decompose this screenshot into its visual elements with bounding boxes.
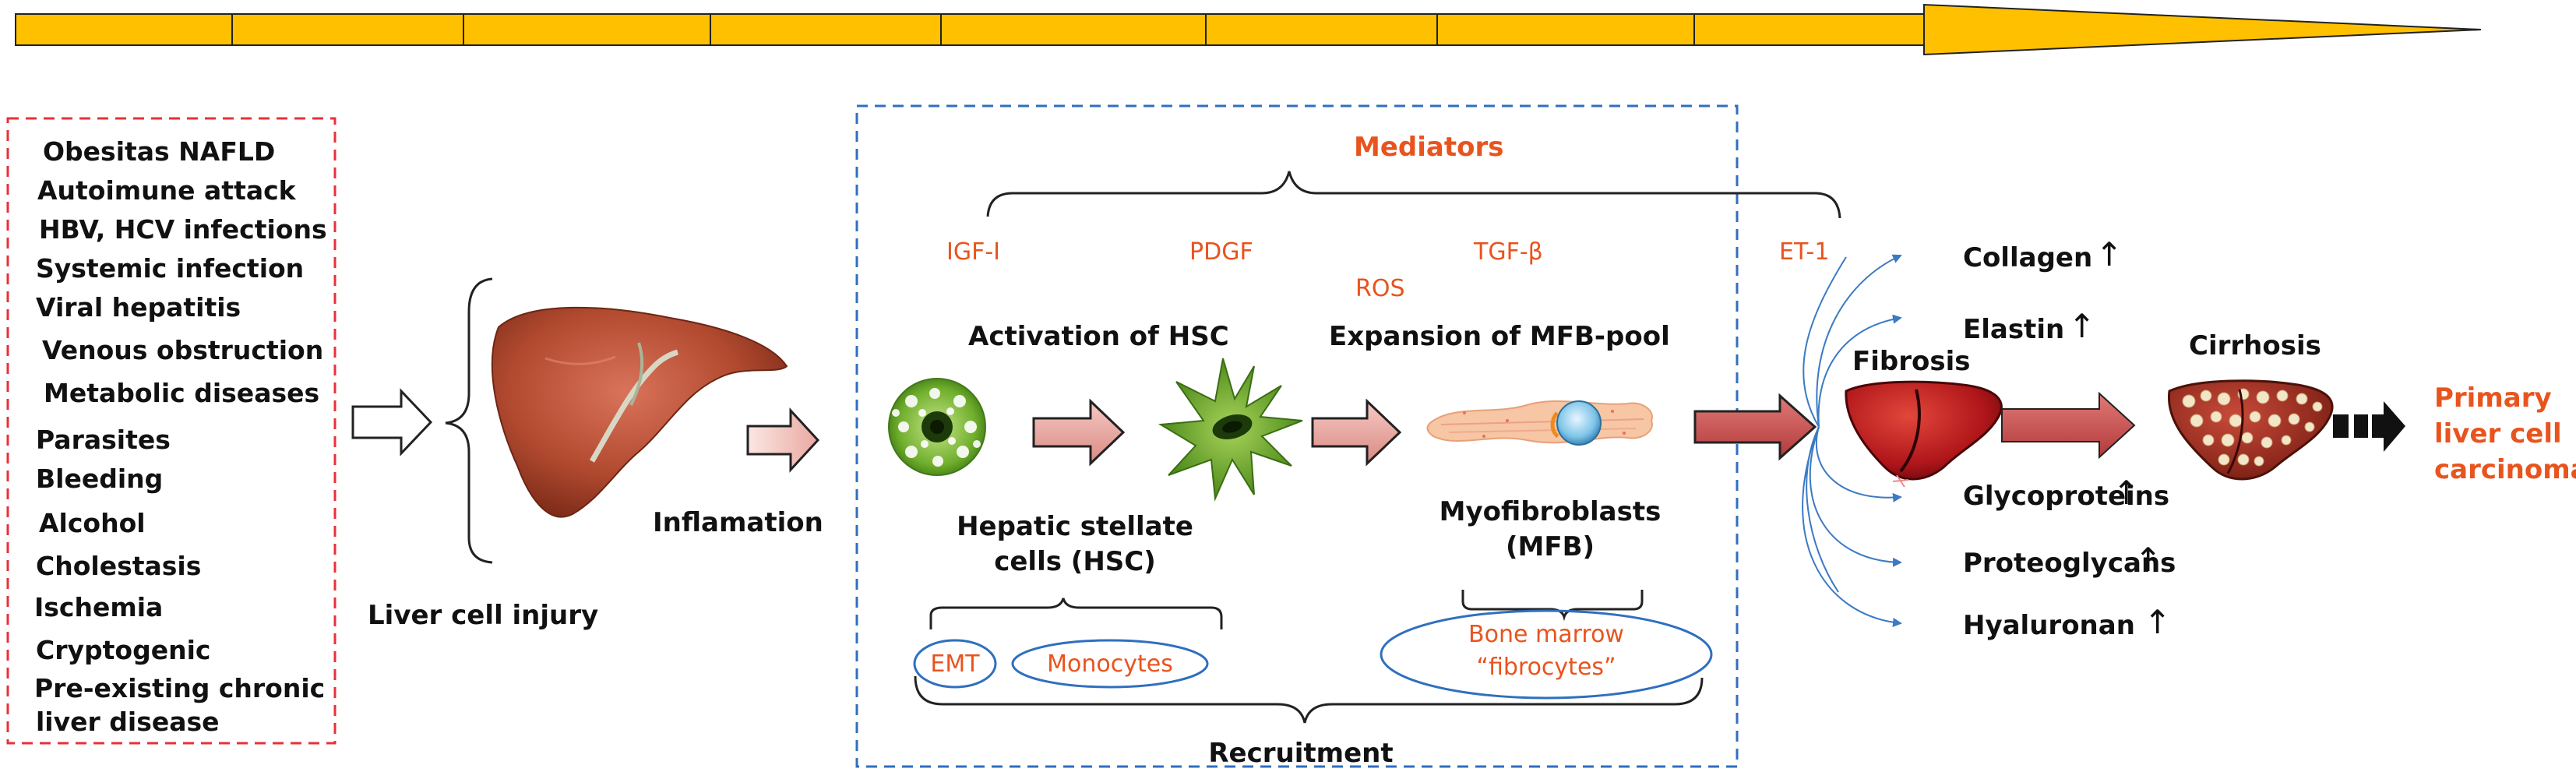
cirrhosis-label: Cirrhosis: [2189, 330, 2321, 361]
liver-cell-injury-label: Liver cell injury: [368, 600, 599, 631]
emt-label: EMT: [930, 650, 980, 678]
ecm-item-name: Hyaluronan: [1963, 610, 2135, 641]
hsc-cell-icon: [888, 378, 986, 476]
mediators-brace: [986, 171, 1841, 219]
bone-marrow-line1: Bone marrow: [1468, 621, 1624, 648]
mediator-et1: ET-1: [1779, 238, 1830, 266]
ecm-increase-arrow-icon: ↑: [2095, 235, 2123, 273]
mediator-pdgf: PDGF: [1189, 238, 1253, 266]
fibrosis-arrow: [1693, 393, 1817, 461]
cause-item: Alcohol: [39, 508, 146, 538]
cause-item: Viral hepatitis: [36, 292, 241, 323]
hsc-brace: [929, 598, 1223, 629]
mfb-label-line1: Myofibroblasts: [1439, 496, 1662, 527]
cause-item: Ischemia: [34, 592, 164, 622]
myofibroblast-icon: [1426, 400, 1653, 446]
ecm-increase-arrow-icon: ↑: [2068, 307, 2096, 345]
hsc-label-line2: cells (HSC): [994, 546, 1156, 577]
expansion-mfb-label: Expansion of MFB-pool: [1329, 321, 1670, 352]
carcinoma-line3: carcinoma: [2434, 454, 2576, 485]
cause-item: Systemic infection: [36, 253, 305, 284]
healthy-liver-icon: [491, 306, 788, 518]
ecm-increase-arrow-icon: ↑: [2113, 474, 2141, 512]
cause-item: HBV, HCV infections: [39, 214, 327, 245]
causes-arrow: [351, 388, 433, 457]
cause-item: Venous obstruction: [42, 335, 324, 365]
inflamation-arrow: [746, 407, 820, 473]
recruitment-brace: [914, 675, 1704, 724]
recruitment-label: Recruitment: [1208, 738, 1394, 769]
inflamation-label: Inflamation: [653, 507, 823, 538]
ecm-fan-arrows: [1802, 254, 1902, 627]
mfb-brace: [1461, 590, 1644, 622]
fibrosis-liver-icon: [1845, 380, 2003, 488]
mediators-title: Mediators: [1354, 132, 1504, 163]
cause-item: Autoimune attack: [37, 175, 296, 206]
cause-item: Parasites: [36, 425, 171, 455]
ecm-item-name: Glycoproteins: [1963, 481, 2170, 512]
carcinoma-arrow: [2333, 401, 2405, 452]
activation-arrow-1: [1032, 398, 1126, 467]
cause-item: Cryptogenic: [36, 635, 211, 665]
cause-item: Cholestasis: [36, 551, 202, 581]
cause-item: Metabolic diseases: [44, 378, 320, 408]
ecm-increase-arrow-icon: ↑: [2134, 541, 2162, 579]
cirrhosis-arrow: [2001, 391, 2136, 460]
cause-item: liver disease: [36, 707, 220, 737]
liver-brace: [445, 277, 493, 564]
ecm-item-name: Proteoglycans: [1963, 548, 2176, 579]
monocytes-ellipse: [1011, 639, 1209, 689]
causes-box: [6, 117, 337, 745]
ecm-item-name: Elastin: [1963, 314, 2065, 345]
cause-item: Pre-existing chronic: [34, 673, 326, 703]
bone-marrow-ellipse: [1380, 609, 1713, 700]
monocytes-label: Monocytes: [1047, 650, 1173, 678]
timeline-arrow: [15, 3, 2482, 56]
ecm-item-name: Collagen: [1963, 242, 2093, 273]
carcinoma-line2: liver cell: [2434, 418, 2562, 449]
mfb-label-line2: (MFB): [1505, 531, 1595, 562]
hsc-label-line1: Hepatic stellate: [957, 511, 1193, 542]
bone-marrow-line2: “fibrocytes”: [1476, 654, 1616, 681]
mediator-ros: ROS: [1355, 275, 1405, 302]
activation-hsc-label: Activation of HSC: [968, 321, 1229, 352]
activation-arrow-2: [1311, 398, 1402, 467]
cause-item: Bleeding: [36, 464, 164, 494]
activated-hsc-icon: [1158, 358, 1303, 502]
cirrhosis-liver-icon: [2167, 379, 2334, 481]
carcinoma-line1: Primary: [2434, 382, 2552, 414]
emt-ellipse: [913, 639, 997, 689]
mediator-igf: IGF-I: [946, 238, 1001, 266]
cause-item: Obesitas NAFLD: [43, 136, 276, 167]
mediator-tgf: TGF-β: [1474, 238, 1543, 266]
fibrosis-label: Fibrosis: [1852, 346, 1971, 377]
ecm-increase-arrow-icon: ↑: [2144, 603, 2172, 641]
